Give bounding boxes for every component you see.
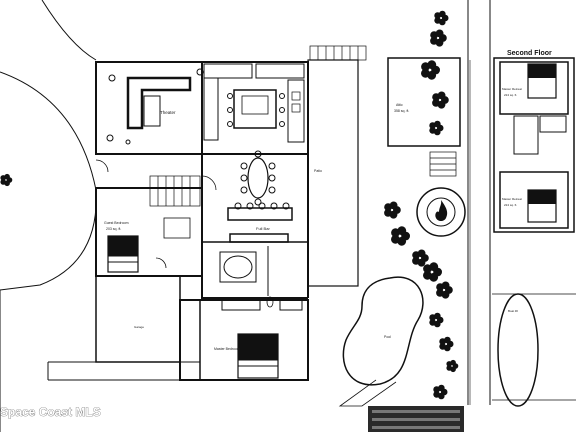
fire-pit (416, 187, 466, 237)
tree-icon (4, 173, 10, 180)
tree-icon (444, 336, 451, 344)
tree-icon (446, 365, 453, 371)
tree-icon (429, 262, 439, 272)
dining-table (240, 150, 276, 206)
kitchen (203, 63, 305, 143)
room-label-sf-bedroom-1: Master Retreat (502, 87, 522, 91)
tree-icon (432, 99, 440, 107)
room-area-guest-bedroom: 203 sq. ft. (106, 227, 121, 231)
tree-icon (435, 29, 444, 38)
second-floor-inset (493, 57, 575, 233)
pool (338, 276, 424, 407)
boat-lift (492, 293, 576, 407)
guest-bed (107, 217, 191, 273)
room-label-pool: Pool (384, 335, 391, 339)
tree-icon (429, 319, 436, 326)
walkway-steps (429, 151, 457, 177)
tree-icon (441, 281, 450, 290)
room-label-sf-bedroom-2: Master Retreat (502, 197, 522, 201)
second-floor-title: Second Floor (507, 50, 552, 57)
tree-icon (427, 60, 437, 70)
tree-icon (384, 209, 392, 217)
tree-icon (429, 127, 436, 134)
room-label-guest-bedroom: Guest Bedroom (104, 221, 129, 225)
tree-icon (434, 312, 441, 320)
attic-block (387, 57, 461, 147)
master-bed (237, 333, 279, 379)
tree-icon (417, 249, 426, 258)
tree-icon (437, 91, 446, 100)
tree-icon (433, 391, 440, 398)
tree-icon (450, 359, 456, 366)
room-label-master-bedroom: Master Bedroom (214, 347, 240, 351)
master-bath (219, 246, 303, 311)
room-label-full-bar: Full Bar (256, 226, 270, 231)
room-label-theater: Theater (160, 110, 176, 115)
tree-icon (434, 120, 441, 128)
tree-icon (430, 37, 438, 45)
room-label-patio: Patio (314, 169, 322, 173)
tree-icon (421, 68, 430, 78)
tree-icon (389, 201, 398, 210)
tree-icon (423, 270, 432, 280)
second-floor-beds (527, 63, 557, 223)
tree-icon (412, 257, 420, 265)
fire-pit-icon (435, 200, 448, 221)
tree-icon (438, 384, 445, 392)
room-area-sf-bedroom-2: 224 sq. ft. (504, 203, 517, 207)
watermark: Space Coast MLS (0, 405, 101, 419)
dock-decking (368, 406, 464, 432)
site-outlines (0, 0, 491, 432)
main-floor (95, 45, 367, 381)
room-label-garage: Garage (134, 325, 144, 329)
room-area-sf-bedroom-1: 224 sq. ft. (504, 93, 517, 97)
tree-icon (0, 10, 459, 400)
tree-icon (434, 17, 441, 24)
room-area-attic: 358 sq. ft. (394, 109, 409, 113)
tree-icon (0, 179, 6, 185)
tree-icon (439, 343, 446, 350)
room-label-attic: Attic (396, 103, 403, 107)
theater-furniture (106, 68, 204, 145)
full-bar (227, 202, 293, 243)
tree-icon (439, 10, 446, 18)
tree-icon (397, 226, 407, 236)
room-label-boat-lift: Boat lift (508, 309, 518, 313)
tree-icon (391, 234, 400, 244)
tree-icon (436, 289, 444, 297)
